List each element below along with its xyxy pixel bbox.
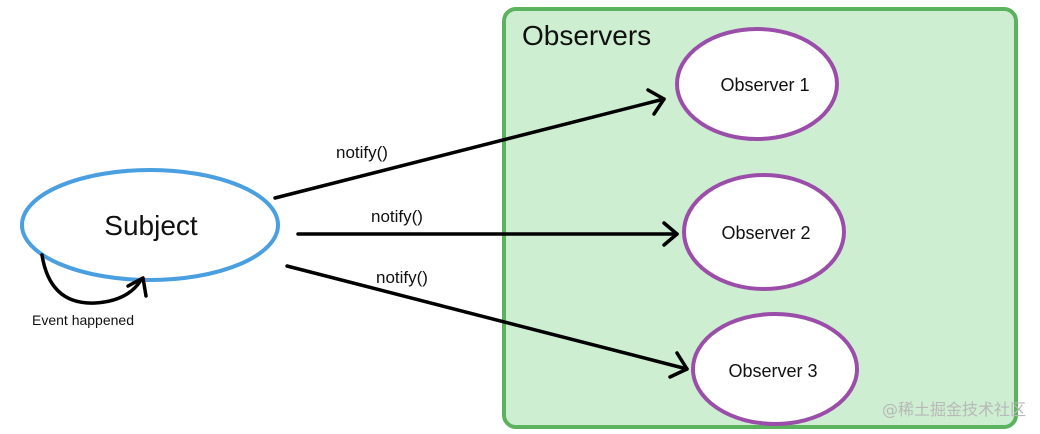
notify-arrow-3 <box>285 264 689 371</box>
observer-3-node <box>691 312 859 426</box>
notify-arrow-1 <box>273 97 666 200</box>
observer-1-label: Observer 1 <box>720 75 809 95</box>
self-loop-label: Event happened <box>32 312 134 328</box>
observer-3-label: Observer 3 <box>728 361 817 381</box>
observer-2-node <box>682 173 846 291</box>
notify-arrow-2-head <box>662 221 679 247</box>
observers-group-title: Observers <box>522 20 651 51</box>
self-loop-arrowhead <box>126 276 148 298</box>
subject-label: Subject <box>104 210 198 241</box>
watermark-text: @稀土掘金技术社区 <box>882 400 1026 419</box>
observer-2-label: Observer 2 <box>721 223 810 243</box>
notify-arrow-2-label: notify() <box>371 207 423 226</box>
subject-node <box>20 168 280 282</box>
notify-arrow-3-label: notify() <box>376 268 428 287</box>
notify-arrow-1-label: notify() <box>336 143 388 162</box>
observer-1-node <box>675 27 839 141</box>
notify-arrow-3-head <box>668 351 689 379</box>
self-loop-arrow <box>40 253 143 305</box>
notify-arrow-1-head <box>646 88 666 116</box>
